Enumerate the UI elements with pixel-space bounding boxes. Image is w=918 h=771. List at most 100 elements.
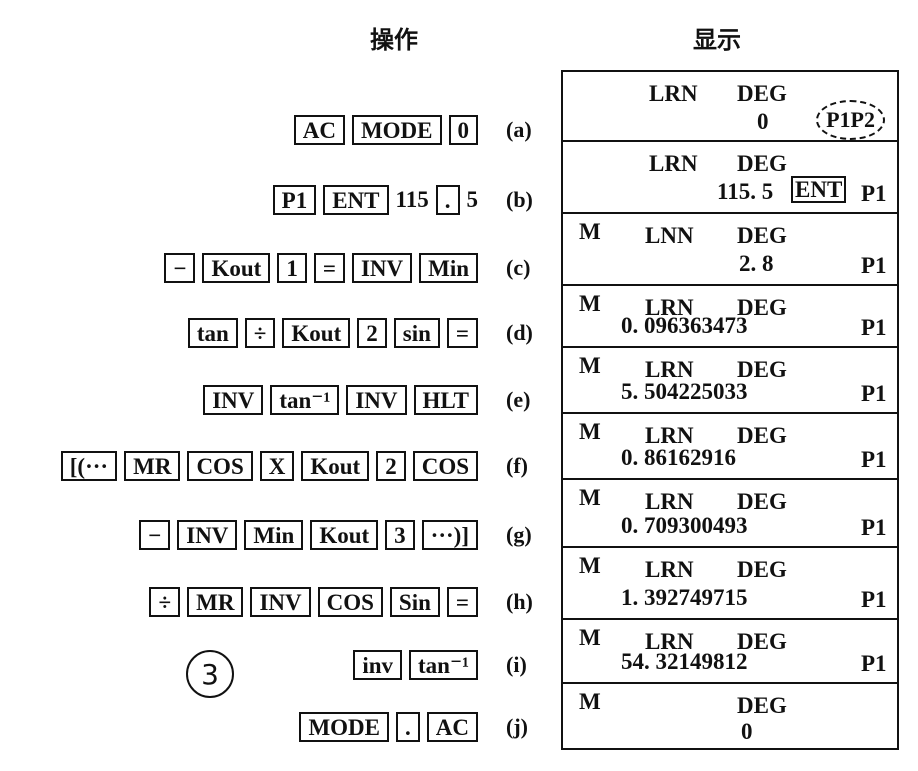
key-button[interactable]: Kout — [310, 520, 379, 550]
display-value: 0. 86162916 — [621, 445, 736, 470]
key-button[interactable]: P1 — [272, 185, 317, 215]
key-button[interactable]: MR — [187, 587, 244, 617]
ent-indicator: ENT — [791, 176, 847, 203]
key-button[interactable]: INV — [346, 385, 407, 415]
key-button[interactable]: MR — [124, 451, 181, 481]
display-value: 54. 32149812 — [621, 649, 748, 674]
key-button[interactable]: INV — [250, 587, 311, 617]
key-button[interactable]: INV — [351, 253, 413, 283]
angle-mode-indicator: DEG — [737, 489, 787, 514]
key-button[interactable]: ÷ — [244, 318, 276, 348]
key-button[interactable]: 1 — [277, 253, 307, 283]
key-button[interactable]: INV — [203, 385, 264, 415]
key-button[interactable]: X — [259, 451, 295, 481]
step-label: (h) — [506, 589, 533, 614]
step-label: (f) — [506, 453, 528, 478]
key-button[interactable]: [(··· — [60, 451, 118, 481]
program-area-annotation: P1P2 — [816, 100, 885, 140]
mode-indicator: LRN — [645, 423, 694, 448]
key-button[interactable]: tan⁻¹ — [409, 650, 478, 680]
memory-indicator: M — [579, 553, 601, 578]
key-button[interactable]: = — [313, 253, 345, 283]
program-indicator: P1 — [861, 587, 887, 612]
program-indicator: P1 — [861, 253, 887, 278]
step-label: (b) — [506, 187, 533, 212]
operations-header: 操作 — [370, 26, 418, 54]
mode-indicator: LRN — [645, 557, 694, 582]
key-button[interactable]: − — [139, 520, 171, 550]
memory-indicator: M — [579, 625, 601, 650]
angle-mode-indicator: DEG — [737, 693, 787, 718]
key-button[interactable]: HLT — [413, 385, 478, 415]
program-indicator: P1 — [861, 315, 887, 340]
key-button[interactable]: AC — [426, 712, 478, 742]
display-value: 1. 392749715 — [621, 585, 748, 610]
key-button[interactable]: ÷ — [149, 587, 181, 617]
key-input-digits: 115 — [395, 187, 429, 212]
display-cell: M LRN DEG 1. 392749715 P1 — [561, 548, 899, 620]
mode-indicator: LRN — [645, 629, 694, 654]
display-value: 0 — [757, 109, 769, 134]
mode-indicator: LRN — [645, 357, 694, 382]
angle-mode-indicator: DEG — [737, 151, 787, 176]
key-button[interactable]: 2 — [376, 451, 406, 481]
key-button[interactable]: Kout — [282, 318, 351, 348]
mode-indicator: LRN — [649, 151, 698, 176]
key-button[interactable]: tan — [187, 318, 238, 348]
angle-mode-indicator: DEG — [737, 629, 787, 654]
key-button[interactable]: ···)] — [421, 520, 478, 550]
key-button[interactable]: Min — [244, 520, 304, 550]
memory-indicator: M — [579, 419, 601, 444]
key-button[interactable]: COS — [412, 451, 478, 481]
key-button[interactable]: = — [446, 318, 478, 348]
key-button[interactable]: Min — [419, 253, 478, 283]
memory-indicator: M — [579, 485, 601, 510]
angle-mode-indicator: DEG — [737, 223, 787, 248]
display-value: 2. 8 — [739, 251, 774, 276]
key-button[interactable]: sin — [393, 318, 440, 348]
key-button[interactable]: 3 — [385, 520, 415, 550]
display-value: 5. 504225033 — [621, 379, 748, 404]
key-button[interactable]: 0 — [448, 115, 478, 145]
key-button[interactable]: tan⁻¹ — [270, 385, 340, 415]
key-button[interactable]: MODE — [299, 712, 390, 742]
key-button[interactable]: Kout — [301, 451, 370, 481]
circled-number: 3 — [186, 650, 234, 698]
key-button[interactable]: = — [446, 587, 478, 617]
memory-indicator: M — [579, 291, 601, 316]
key-button[interactable]: COS — [187, 451, 253, 481]
angle-mode-indicator: DEG — [737, 557, 787, 582]
key-button[interactable]: Kout — [202, 253, 271, 283]
key-button[interactable]: 2 — [357, 318, 387, 348]
step-label: (c) — [506, 255, 531, 280]
display-value: 0. 709300493 — [621, 513, 748, 538]
mode-indicator: LNN — [645, 223, 694, 248]
program-indicator: P1 — [861, 381, 887, 406]
key-button[interactable]: COS — [317, 587, 383, 617]
key-button[interactable]: Sin — [389, 587, 440, 617]
key-button[interactable]: . — [396, 712, 420, 742]
key-input-digits: 5 — [466, 187, 479, 212]
key-button[interactable]: AC — [293, 115, 345, 145]
key-button[interactable]: . — [435, 185, 460, 215]
step-label: (i) — [506, 652, 527, 677]
key-button[interactable]: INV — [177, 520, 238, 550]
step-label: (j) — [506, 714, 528, 739]
program-indicator: P1 — [861, 181, 887, 206]
key-button[interactable]: − — [164, 253, 196, 283]
step-label: (e) — [506, 387, 531, 412]
key-button[interactable]: ENT — [323, 185, 389, 215]
key-button[interactable]: MODE — [351, 115, 442, 145]
key-button[interactable]: inv — [353, 650, 402, 680]
